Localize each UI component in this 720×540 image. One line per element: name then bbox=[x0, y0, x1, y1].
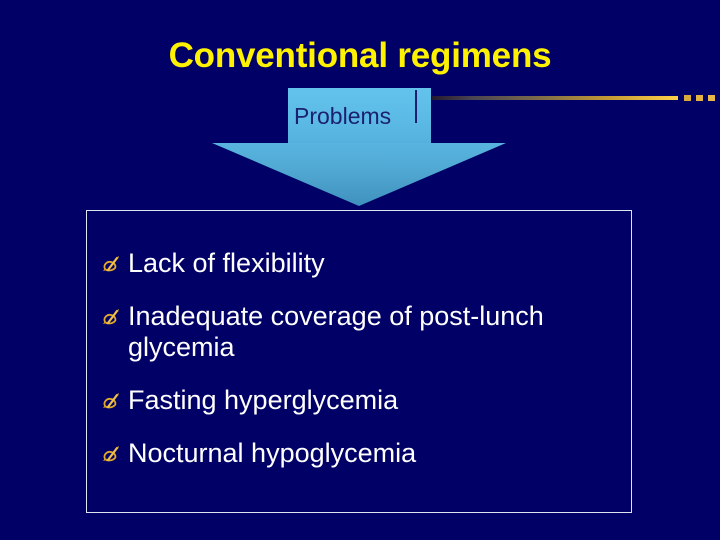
arrow-shaft bbox=[288, 88, 431, 144]
list-item-label: Lack of flexibility bbox=[128, 248, 325, 278]
arrow-head-icon bbox=[212, 143, 506, 206]
arrow-label: Problems bbox=[294, 103, 392, 129]
list-item: Fasting hyperglycemia bbox=[101, 385, 631, 416]
gold-dot bbox=[684, 95, 691, 101]
pen-bullet-icon bbox=[101, 251, 125, 277]
down-arrow-shape: Problems bbox=[212, 88, 506, 206]
title-divider bbox=[432, 93, 720, 103]
pen-bullet-icon bbox=[101, 388, 125, 414]
pen-bullet-icon bbox=[101, 441, 125, 467]
list-item-label: Inadequate coverage of post-lunch glycem… bbox=[128, 301, 544, 362]
list-item: Nocturnal hypoglycemia bbox=[101, 438, 631, 469]
list-item: Lack of flexibility bbox=[101, 248, 631, 279]
list-item-label: Nocturnal hypoglycemia bbox=[128, 438, 417, 468]
list-item: Inadequate coverage of post-lunch glycem… bbox=[101, 301, 631, 363]
content-box bbox=[86, 210, 632, 513]
gold-rule-line bbox=[432, 96, 678, 100]
gold-dot bbox=[708, 95, 715, 101]
slide-title: Conventional regimens bbox=[168, 36, 552, 75]
pen-bullet-icon bbox=[101, 304, 125, 330]
list-item-label: Fasting hyperglycemia bbox=[128, 385, 399, 415]
gold-rule-dots bbox=[684, 95, 720, 101]
text-caret bbox=[415, 90, 417, 123]
problems-bullet-list: Lack of flexibility Inadequate coverage … bbox=[101, 248, 631, 469]
gold-dot bbox=[696, 95, 703, 101]
